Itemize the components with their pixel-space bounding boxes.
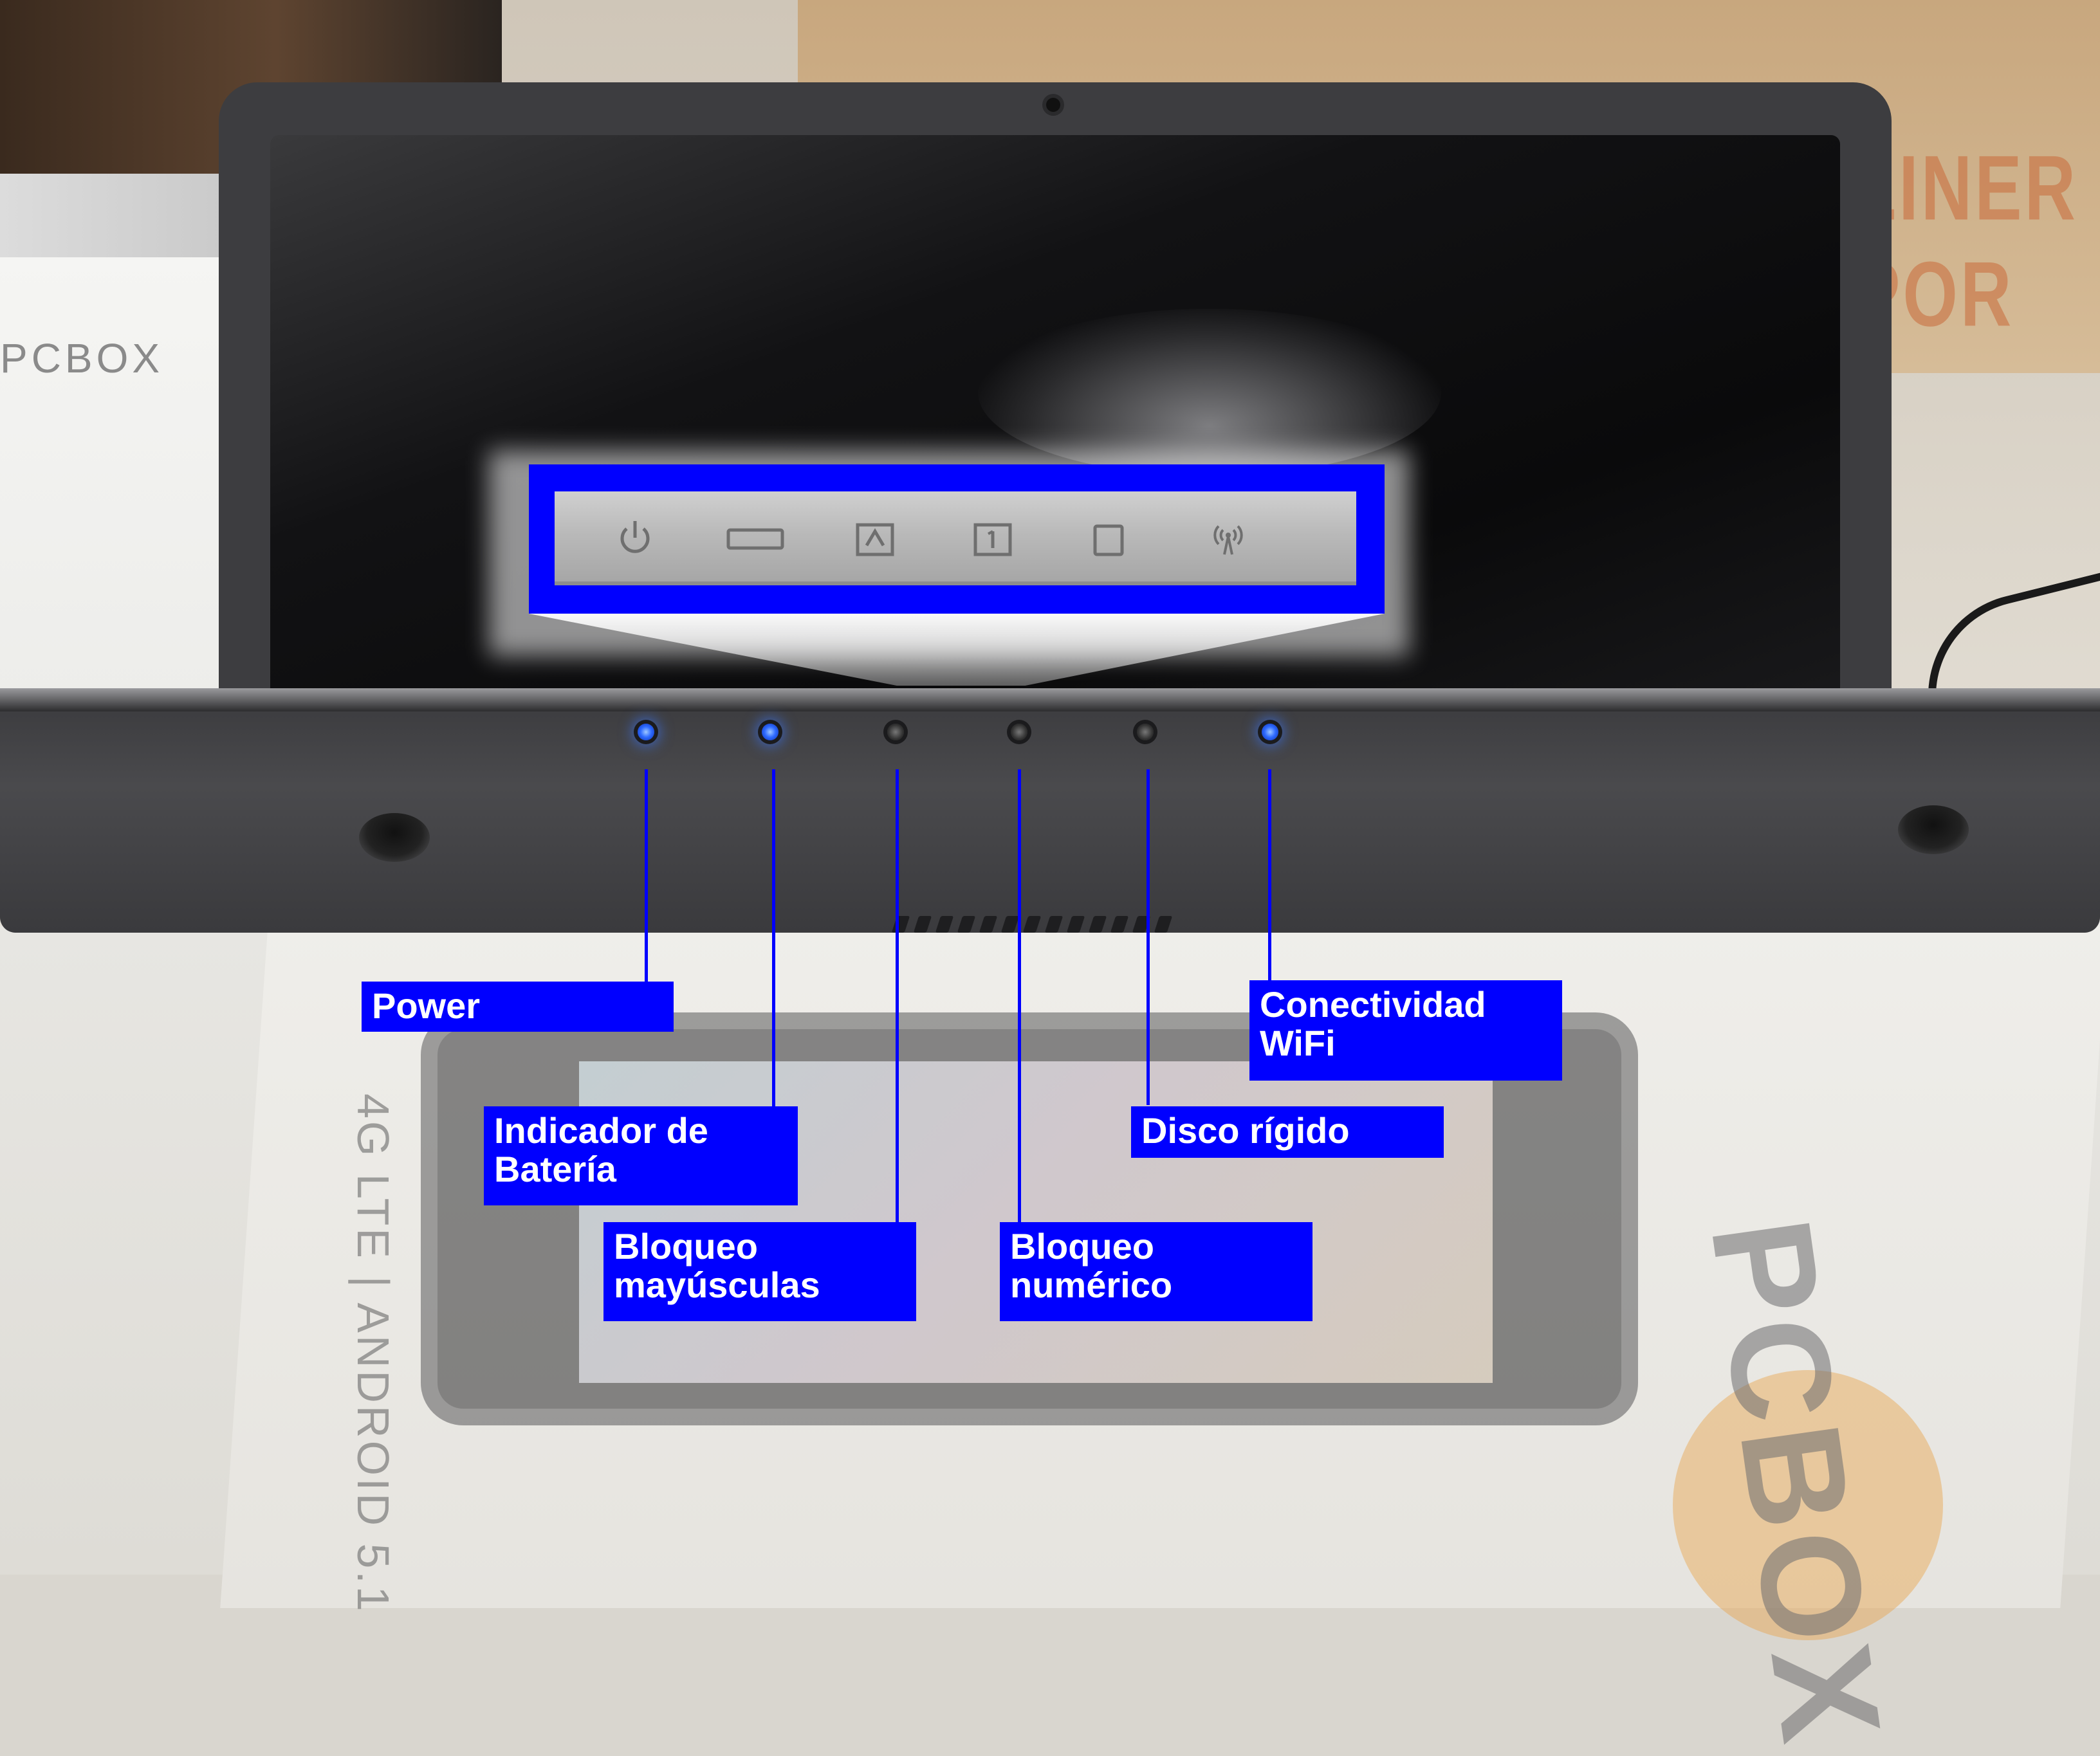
battery-icon	[726, 515, 785, 560]
caps-lock-led	[887, 724, 904, 740]
wifi-antenna-icon	[1206, 515, 1251, 560]
wifi-label: Conectividad WiFi	[1249, 980, 1562, 1081]
wifi-label-line2: WiFi	[1260, 1023, 1336, 1063]
left-box-print: PCBOX	[0, 335, 164, 381]
num-lock-label-line1: Bloqueo	[1010, 1226, 1154, 1267]
wifi-label-line1: Conectividad	[1260, 984, 1486, 1025]
hard-disk-label: Disco rígido	[1131, 1106, 1444, 1158]
power-label-text: Power	[372, 985, 481, 1026]
speaker-vent	[891, 916, 1184, 935]
hard-disk-leader-line	[1147, 769, 1150, 1105]
power-icon	[612, 515, 658, 560]
laptop-base-edge	[0, 688, 2100, 711]
wifi-led	[1262, 724, 1278, 740]
power-led	[638, 724, 654, 740]
hard-disk-label-text: Disco rígido	[1141, 1110, 1350, 1151]
num-lock-icon	[970, 515, 1015, 560]
power-label: Power	[362, 982, 674, 1032]
webcam	[1046, 98, 1060, 112]
hard-disk-icon	[1086, 515, 1131, 560]
left-screw-hole	[359, 813, 430, 862]
num-lock-leader-line	[1018, 769, 1021, 1225]
right-screw-hole	[1898, 805, 1969, 854]
num-lock-led	[1011, 724, 1027, 740]
battery-label-line1: Indicador de	[494, 1110, 708, 1151]
product-box-specs: 4G LTE | ANDROID 5.1	[348, 1093, 398, 1614]
caps-lock-leader-line	[896, 769, 899, 1225]
caps-lock-label-line2: mayúsculas	[614, 1265, 820, 1305]
battery-led	[762, 724, 778, 740]
hard-disk-led	[1137, 724, 1154, 740]
wifi-leader-line	[1268, 769, 1271, 983]
battery-label: Indicador de Batería	[484, 1106, 798, 1205]
caps-lock-label: Bloqueo mayúsculas	[603, 1222, 916, 1321]
num-lock-label: Bloqueo numérico	[1000, 1222, 1312, 1321]
battery-label-line2: Batería	[494, 1149, 616, 1189]
screen-reflection	[978, 309, 1441, 476]
laptop-base	[0, 688, 2100, 933]
power-leader-line	[645, 769, 648, 982]
num-lock-label-line2: numérico	[1010, 1265, 1173, 1305]
caps-lock-label-line1: Bloqueo	[614, 1226, 758, 1267]
battery-leader-line	[772, 769, 775, 1109]
caps-lock-icon	[852, 515, 898, 560]
